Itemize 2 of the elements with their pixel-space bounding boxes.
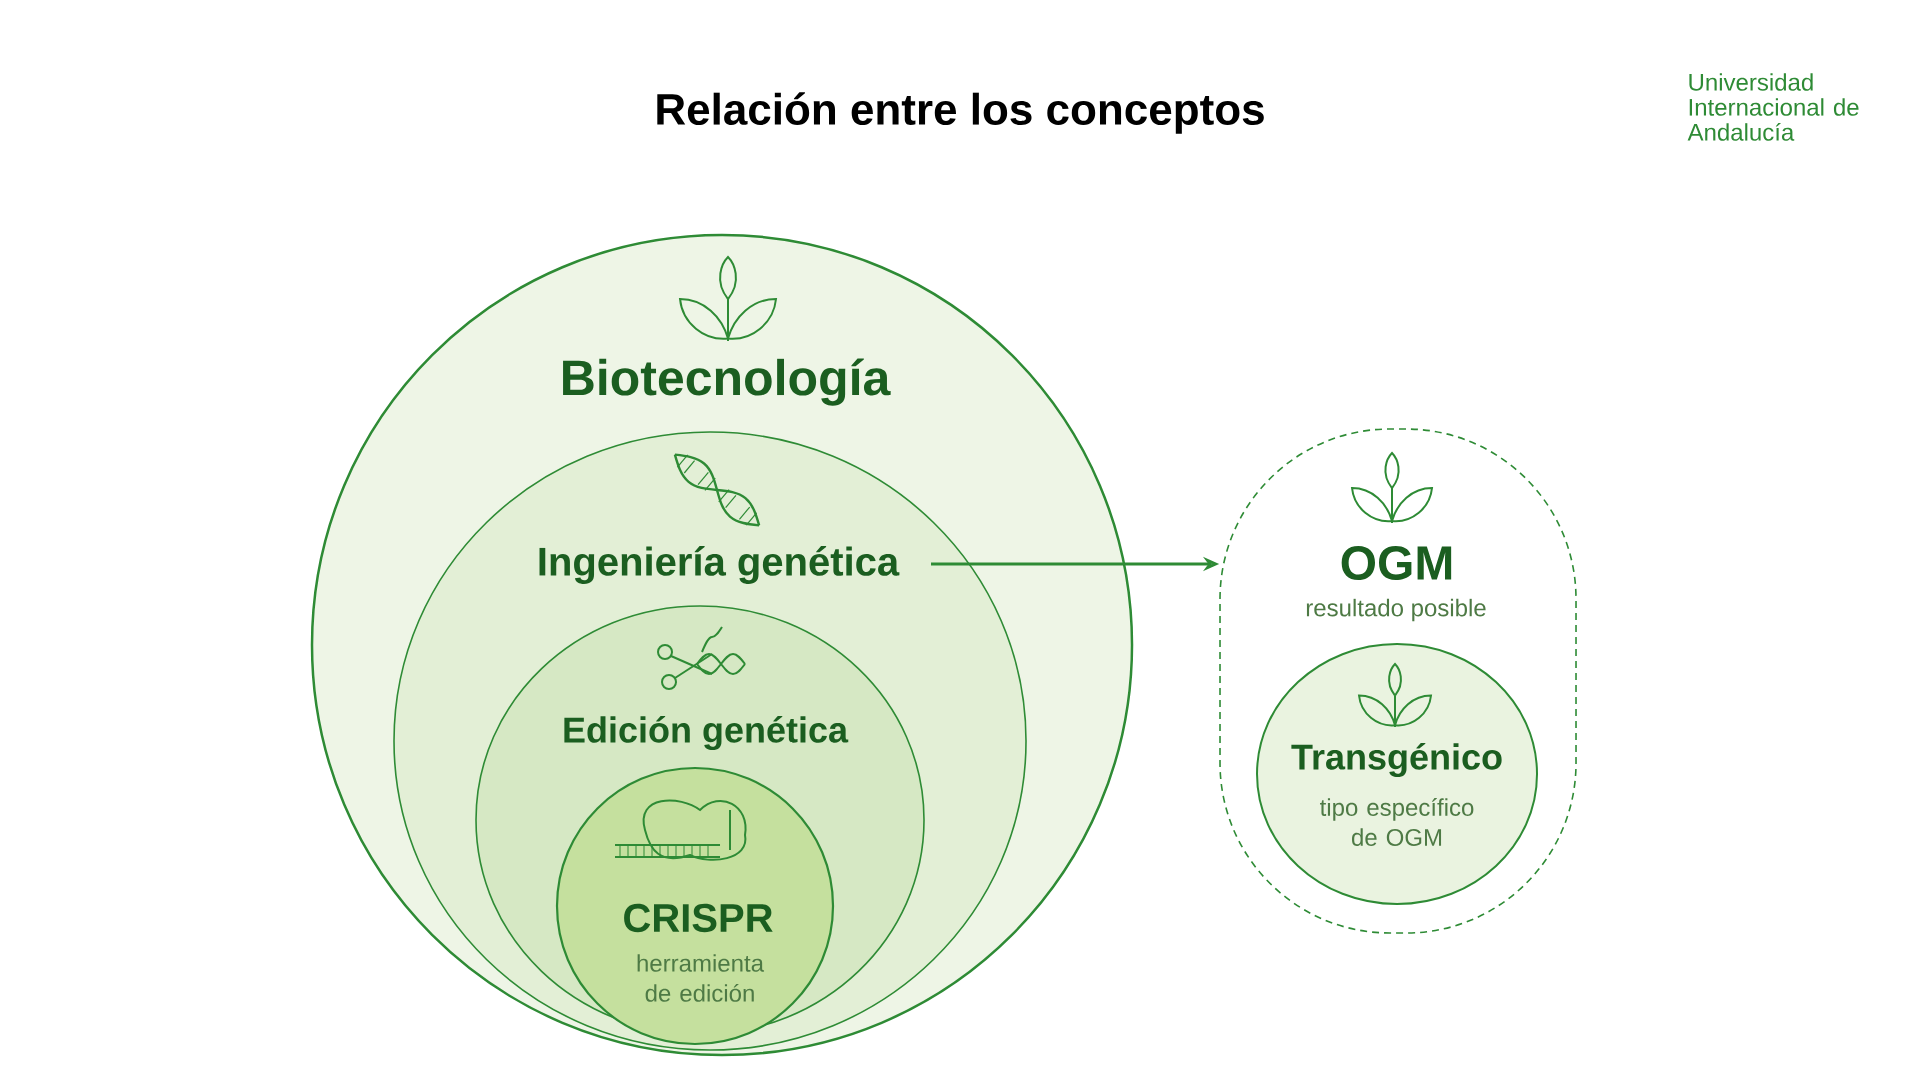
institution-name: Universidad Internacional de Andalucía (1687, 73, 1859, 141)
title: Relación entre los conceptos (657, 92, 1264, 134)
